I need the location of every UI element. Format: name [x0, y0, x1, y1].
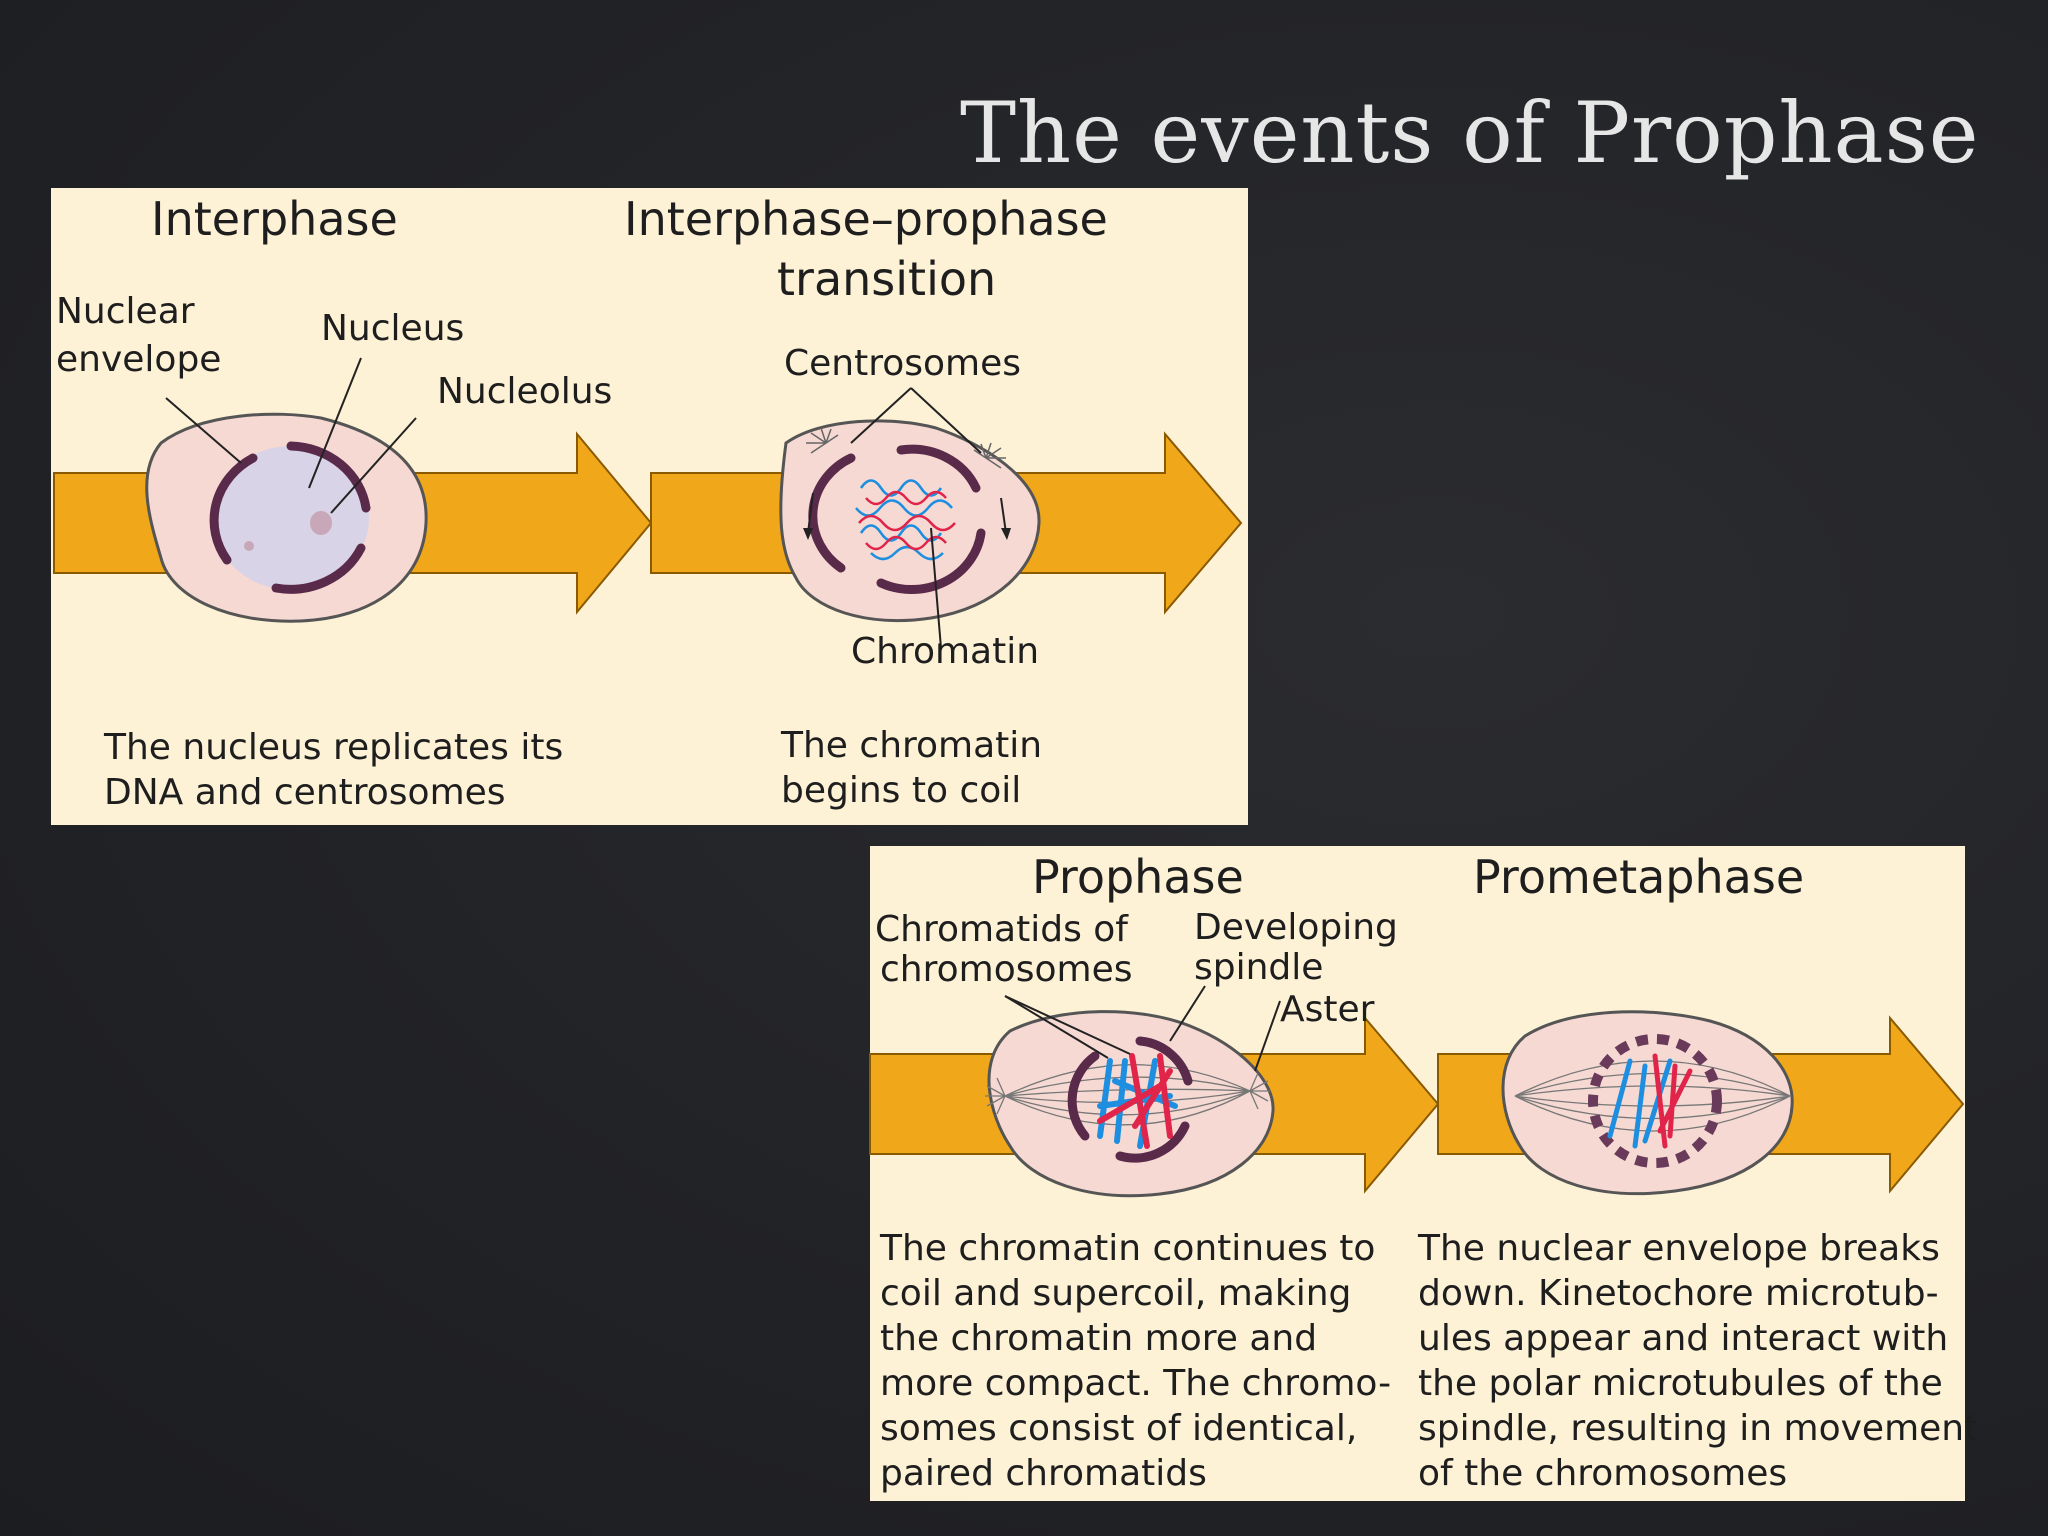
prophase-cell: [985, 1010, 1275, 1198]
label-developing-spindle-line2: spindle: [1194, 947, 1324, 988]
top-diagram-graphic: [53, 357, 1243, 649]
transition-description-line2: begins to coil: [781, 770, 1022, 811]
label-aster: Aster: [1280, 989, 1375, 1030]
prometaphase-description-line2: down. Kinetochore microtub-: [1418, 1273, 1939, 1314]
chromatin-coils: [855, 479, 956, 561]
label-nucleolus: Nucleolus: [437, 371, 613, 412]
transition-cell: [779, 419, 1041, 623]
aster-right: [1249, 1072, 1270, 1110]
label-developing-spindle-line1: Developing: [1194, 907, 1398, 948]
aster-left: [985, 1077, 1006, 1115]
top-diagram-panel: Interphase Interphase–prophase transitio…: [51, 188, 1248, 825]
prometaphase-description-line6: of the chromosomes: [1418, 1453, 1788, 1494]
stage-title-transition-line2: transition: [777, 252, 997, 306]
interphase-description-line1: The nucleus replicates its: [104, 727, 564, 768]
bottom-diagram-panel: Prophase Prometaphase Chromatids of chro…: [869, 846, 1978, 1501]
bottom-diagram-graphic: [869, 985, 1965, 1198]
transition-description-line1: The chromatin: [781, 725, 1043, 766]
stage-title-transition-line1: Interphase–prophase: [624, 192, 1108, 246]
stage-title-interphase: Interphase: [151, 192, 398, 246]
leader-lines-top: [165, 357, 982, 649]
centrosome-left: [806, 427, 839, 454]
prophase-description-line3: the chromatin more and: [880, 1318, 1318, 1359]
prometaphase-description-line3: ules appear and interact with: [1418, 1318, 1949, 1359]
label-chromatids-line1: Chromatids of: [875, 909, 1128, 950]
stage-title-prometaphase: Prometaphase: [1473, 850, 1805, 904]
label-chromatin: Chromatin: [851, 631, 1040, 672]
prometaphase-description-line5: spindle, resulting in movement: [1418, 1408, 1979, 1449]
interphase-description-line2: DNA and centrosomes: [104, 772, 506, 813]
prometaphase-description-line4: the polar microtubules of the: [1418, 1363, 1943, 1404]
prometaphase-cell: [1501, 1010, 1794, 1195]
nucleolus: [310, 511, 332, 535]
slide-title: The events of Prophase: [960, 84, 1980, 182]
interphase-nucleus: [213, 446, 369, 590]
label-nuclear-envelope-line2: envelope: [56, 339, 222, 380]
prophase-description-line6: paired chromatids: [880, 1453, 1207, 1494]
prometaphase-description-line1: The nuclear envelope breaks: [1418, 1228, 1940, 1269]
leader-lines-bottom: [1004, 985, 1281, 1072]
interphase-cell: [145, 412, 428, 623]
prophase-description-line4: more compact. The chromo-: [880, 1363, 1392, 1404]
prophase-description-line1: The chromatin continues to: [880, 1228, 1376, 1269]
label-centrosomes: Centrosomes: [784, 343, 1022, 384]
prophase-description-line2: coil and supercoil, making: [880, 1273, 1352, 1314]
stage-title-prophase: Prophase: [1032, 850, 1244, 904]
label-nucleus: Nucleus: [321, 308, 465, 349]
label-nuclear-envelope-line1: Nuclear: [56, 291, 195, 332]
chromatids: [1097, 1053, 1178, 1149]
prophase-description-line5: somes consist of identical,: [880, 1408, 1358, 1449]
centrosome-right: [973, 442, 1006, 469]
fragmented-envelope: [1588, 1034, 1722, 1168]
label-chromatids-line2: chromosomes: [880, 949, 1133, 990]
